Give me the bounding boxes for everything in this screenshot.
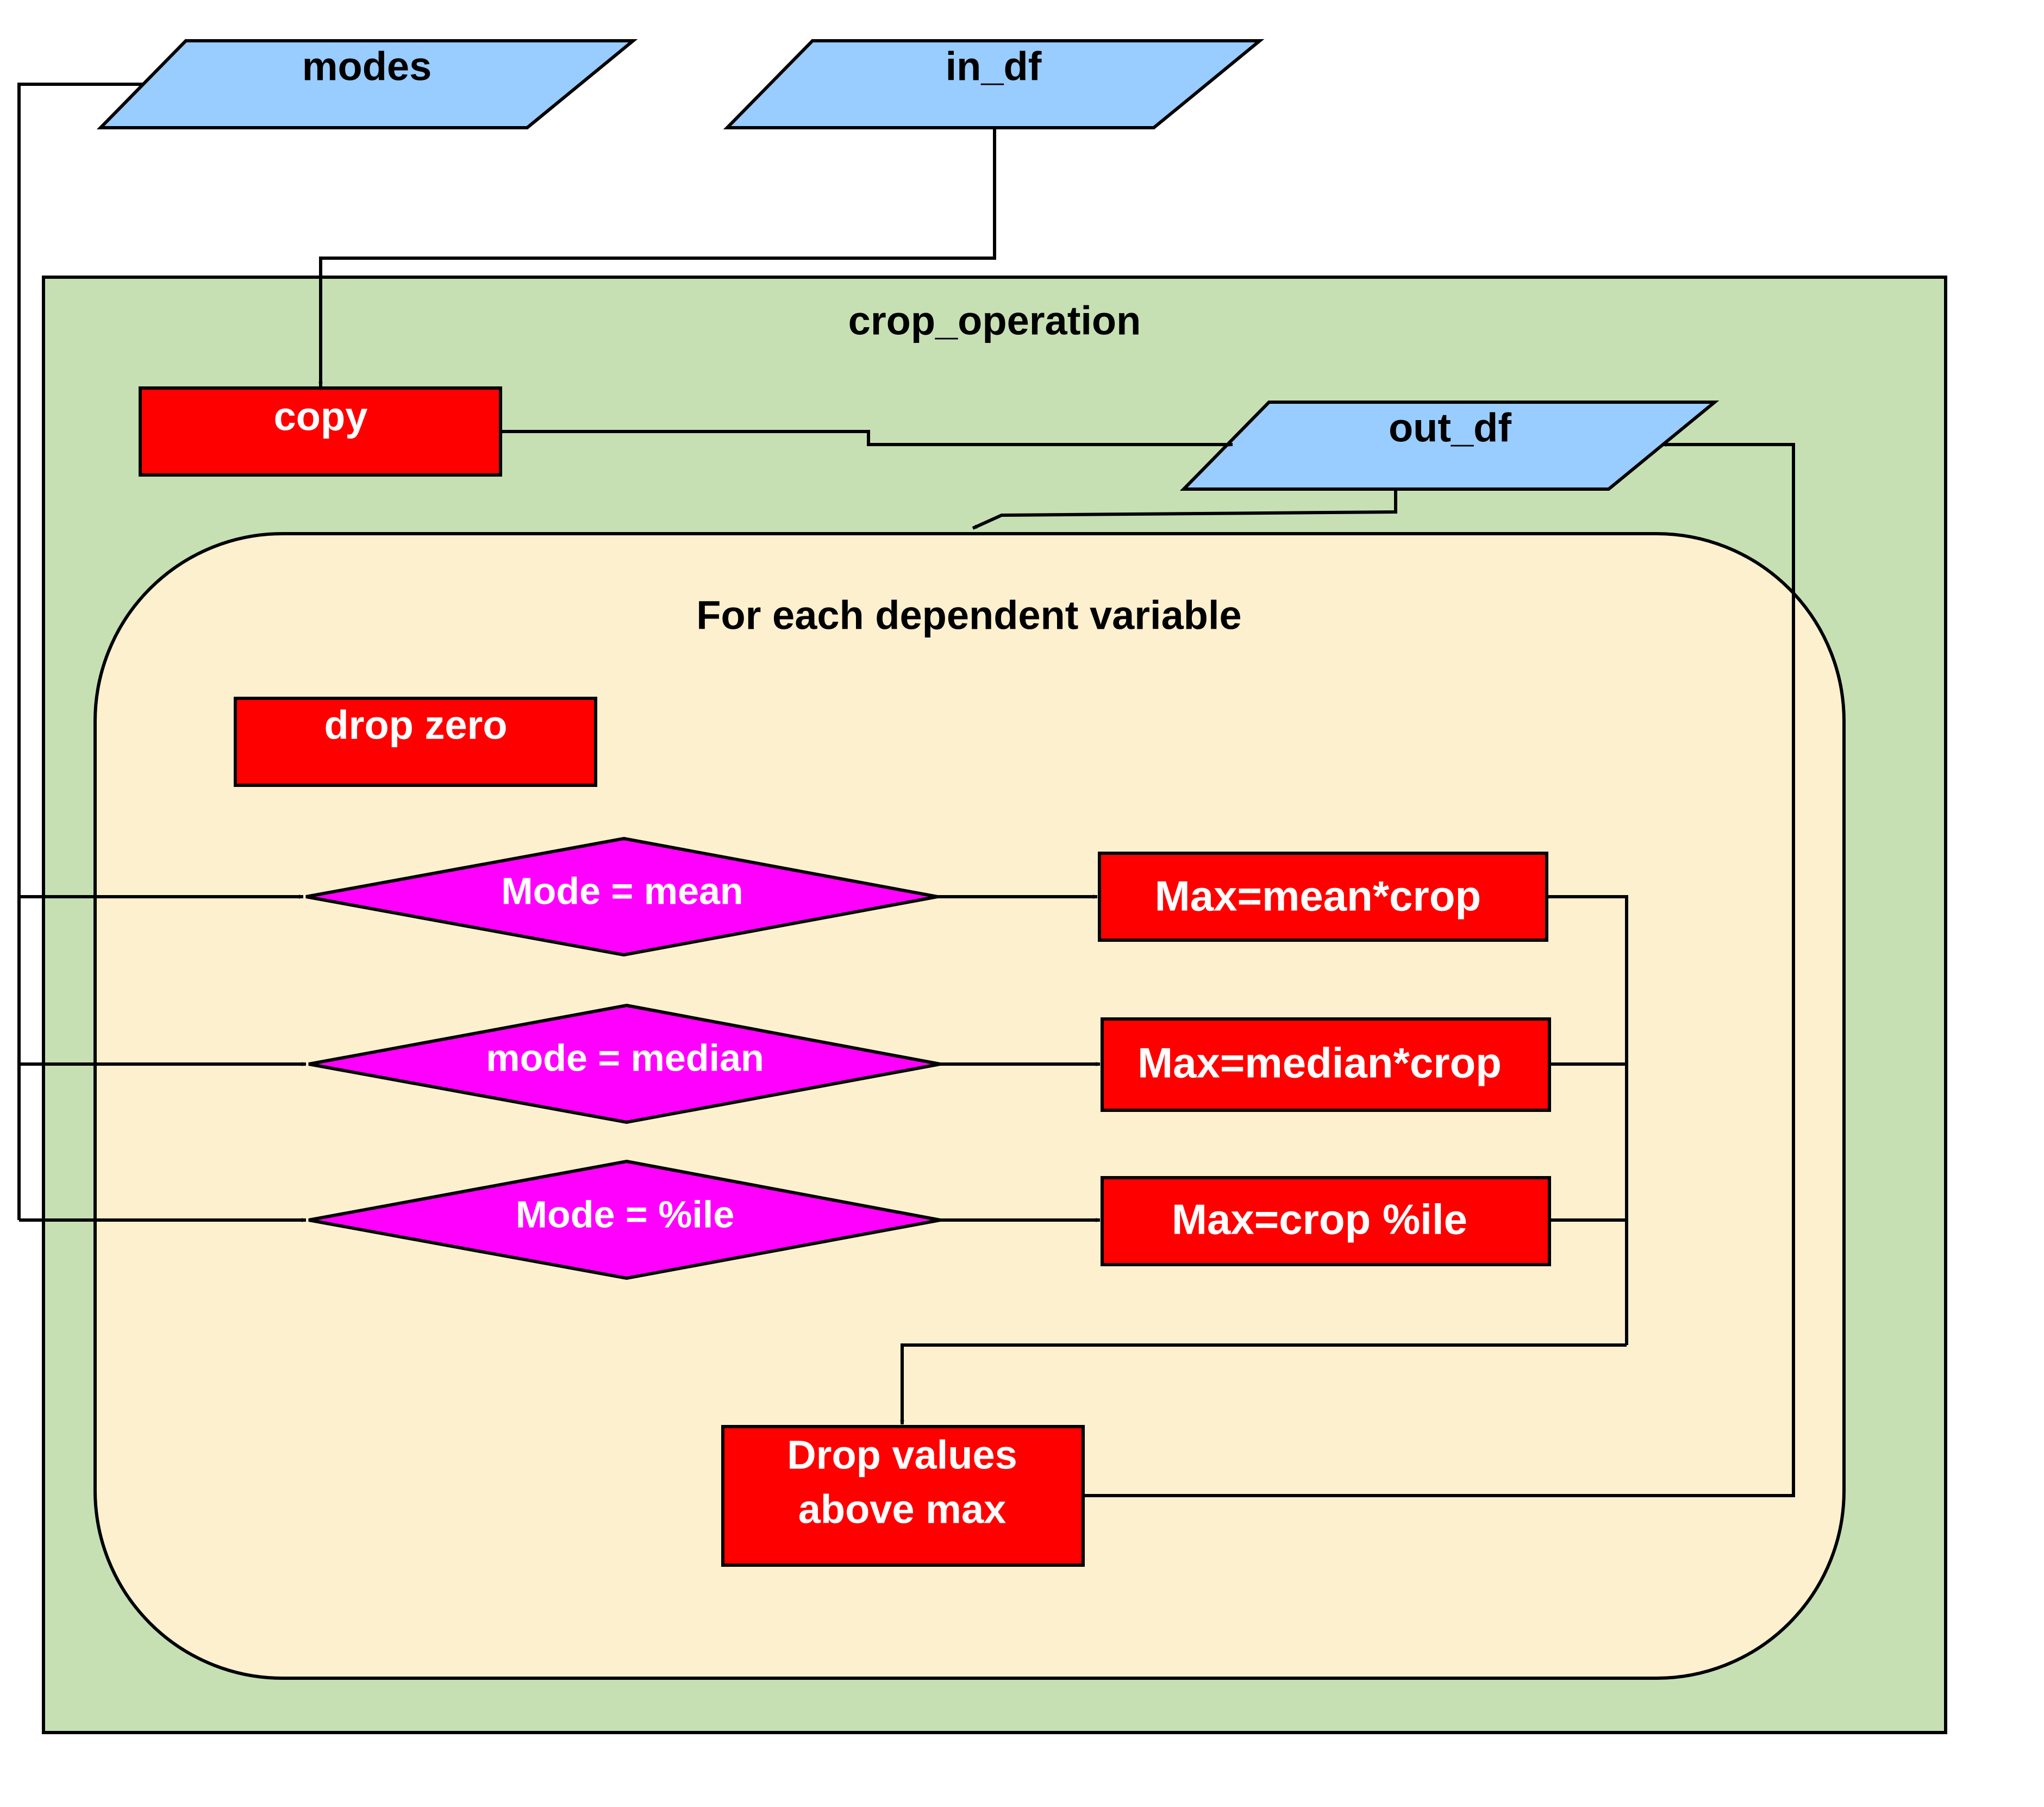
copy-process-label: copy bbox=[274, 394, 368, 439]
mode-percentile-decision-label: Mode = %ile bbox=[516, 1193, 735, 1235]
mode-mean-decision-label: Mode = mean bbox=[501, 870, 743, 912]
edge-modes-trunk bbox=[17, 83, 143, 1220]
max-percentile-process-node[interactable] bbox=[1101, 1176, 1551, 1266]
in-df-input-node[interactable] bbox=[723, 39, 1265, 129]
drop-values-label-line1: Drop values bbox=[787, 1433, 1017, 1478]
modes-input-label: modes bbox=[302, 44, 432, 89]
for-each-loop-container bbox=[93, 532, 1846, 1680]
mode-median-decision-node[interactable] bbox=[308, 1003, 941, 1124]
crop-operation-title: crop_operation bbox=[848, 298, 1141, 343]
max-mean-process-label: Max=mean*crop bbox=[1155, 872, 1481, 920]
edge-merge-to-drop-values bbox=[900, 1343, 1627, 1425]
edge-out-df-to-loop bbox=[972, 489, 1397, 530]
copy-process-node[interactable] bbox=[139, 386, 502, 477]
edge-drop-values-to-out-df bbox=[1083, 442, 1795, 1497]
drop-values-process-node[interactable] bbox=[721, 1425, 1085, 1567]
mode-percentile-decision-node[interactable] bbox=[308, 1159, 941, 1280]
out-df-label: out_df bbox=[1389, 405, 1511, 451]
max-median-process-label: Max=median*crop bbox=[1137, 1039, 1502, 1087]
mode-mean-decision-node[interactable] bbox=[305, 836, 938, 957]
mode-median-decision-label: mode = median bbox=[486, 1036, 764, 1079]
out-df-node[interactable] bbox=[1179, 401, 1720, 491]
drop-zero-process-node[interactable] bbox=[234, 697, 597, 787]
for-each-loop-title: For each dependent variable bbox=[696, 593, 1241, 638]
edge-copy-to-out-df bbox=[501, 430, 1233, 447]
drop-values-label-line2: above max bbox=[798, 1487, 1007, 1532]
drop-zero-process-label: drop zero bbox=[324, 703, 507, 748]
modes-input-node[interactable] bbox=[96, 39, 638, 129]
edge-in-df-to-copy bbox=[318, 128, 996, 387]
in-df-input-label: in_df bbox=[946, 44, 1042, 89]
max-percentile-process-label: Max=crop %ile bbox=[1172, 1196, 1467, 1243]
edge-results-merge-trunk bbox=[1547, 895, 1628, 1345]
